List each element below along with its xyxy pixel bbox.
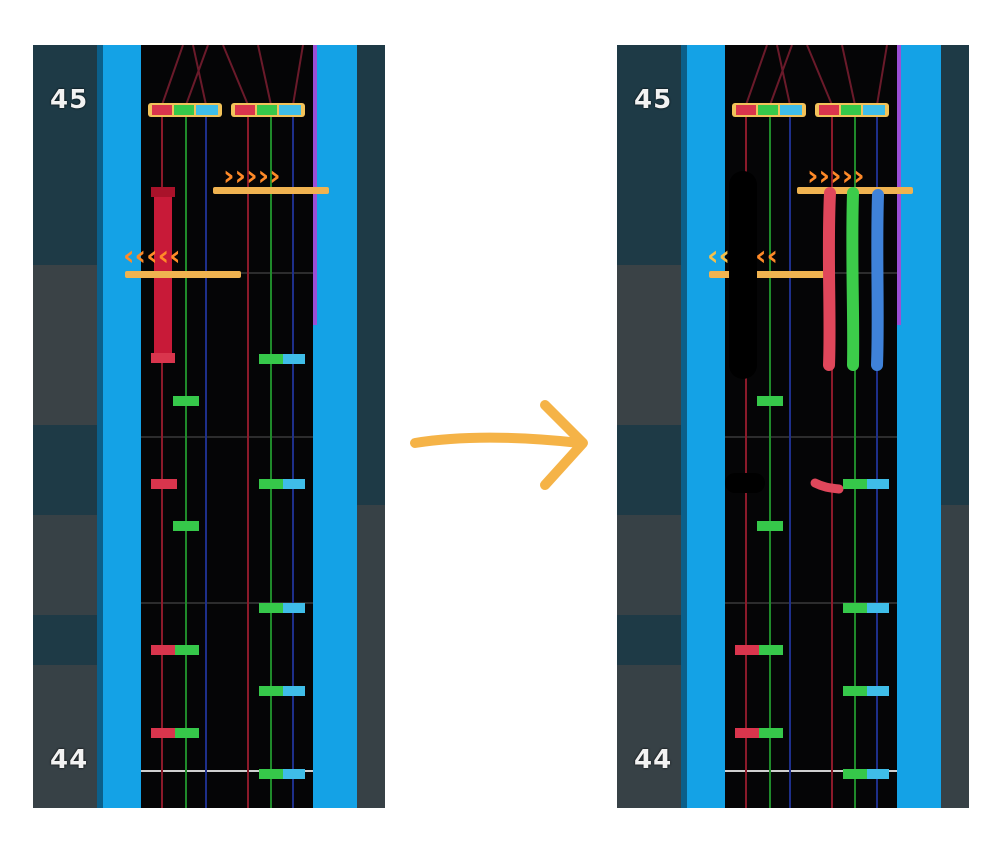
- left-wall: [681, 45, 725, 808]
- right-wall: [313, 45, 357, 808]
- lane-field: [141, 45, 313, 808]
- right-wall: [897, 45, 941, 808]
- measure-label-44: 44: [634, 745, 673, 775]
- tap-notes: [725, 396, 889, 779]
- chart-field-before: ››››› ‹‹‹‹‹: [33, 45, 385, 808]
- measure-label-44: 44: [50, 745, 89, 775]
- svg-text:‹‹‹‹‹: ‹‹‹‹‹: [123, 239, 181, 272]
- slide-left-note: ‹‹‹‹‹: [123, 239, 241, 278]
- chart-panel-before: ››››› ‹‹‹‹‹ 45 44: [33, 45, 385, 808]
- svg-text:›››››: ›››››: [807, 159, 865, 192]
- measure-label-45: 45: [634, 85, 673, 115]
- svg-text:›››››: ›››››: [223, 159, 281, 192]
- hold-stroke-green: [846, 187, 860, 371]
- lane-field: [725, 45, 897, 808]
- left-wall: [97, 45, 141, 808]
- chord-note: [148, 103, 305, 117]
- svg-text:‹‹: ‹‹: [755, 239, 778, 272]
- measure-label-45: 45: [50, 85, 89, 115]
- tap-notes: [151, 354, 305, 779]
- chord-note: [732, 103, 889, 117]
- chart-field-after: ››››› ‹‹‹ ‹‹: [617, 45, 969, 808]
- slide-right-note: ›››››: [213, 159, 329, 194]
- tap-stroke-red: [810, 478, 844, 494]
- hold-stroke-red: [822, 187, 836, 371]
- hold-stroke-blue: [871, 189, 884, 371]
- arrow-icon: [410, 400, 588, 490]
- chart-panel-after: ››››› ‹‹‹ ‹‹ 45 44: [617, 45, 969, 808]
